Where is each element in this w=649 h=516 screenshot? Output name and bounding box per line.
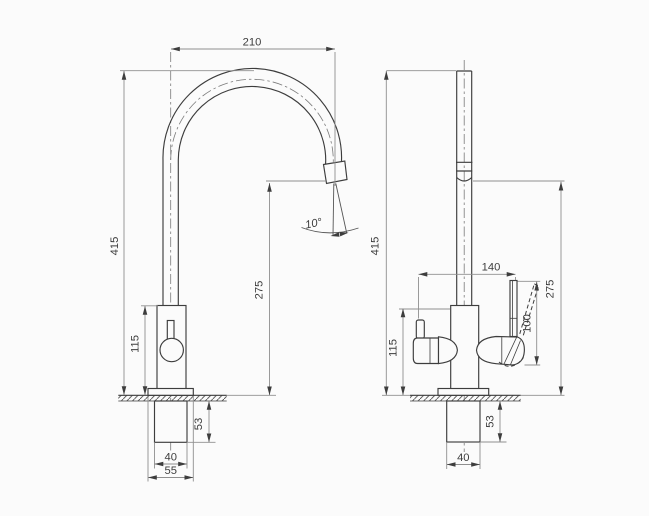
dim-front-lever-height: 100 xyxy=(517,280,541,366)
front-spout-tube xyxy=(456,70,473,306)
dim-front-body-height: 115 xyxy=(388,308,450,396)
dim-label-base-width: 55 xyxy=(164,465,176,477)
angle-vertical-ref-line xyxy=(332,183,335,237)
side-riser-column xyxy=(162,160,179,306)
dim-label-body-height: 115 xyxy=(130,335,142,353)
dim-side-spout-reach: 210 xyxy=(171,37,336,186)
front-right-handle xyxy=(475,335,525,366)
dim-label-shank-width: 40 xyxy=(164,452,176,464)
front-right-lever xyxy=(509,279,518,338)
dim-label-handle-span: 140 xyxy=(482,262,501,274)
front-shank xyxy=(446,400,481,443)
dim-side-body-height: 115 xyxy=(130,305,158,395)
dim-label-spout-angle: 10° xyxy=(304,216,324,231)
front-left-handle-cap xyxy=(437,336,458,365)
side-countertop-hatch xyxy=(118,395,227,401)
side-spout-inner-arc xyxy=(177,85,327,171)
dim-front-total-height: 415 xyxy=(370,70,457,396)
dim-side-base-width: 55 xyxy=(147,396,194,482)
front-countertop-hatch xyxy=(410,395,521,401)
side-lever xyxy=(166,319,175,341)
dim-front-shank-length: 53 xyxy=(480,401,507,443)
side-flange xyxy=(147,387,194,396)
dim-side-shank-length: 53 xyxy=(187,401,216,443)
dim-label-front-body-height: 115 xyxy=(388,339,400,357)
angle-spout-axis-line xyxy=(335,183,348,234)
dim-side-spout-height: 275 xyxy=(226,180,326,396)
dim-label-lever-height: 100 xyxy=(522,314,534,333)
side-valve-circle xyxy=(159,337,184,363)
angle-arc xyxy=(301,227,359,234)
front-right-handle-rotation-arc xyxy=(498,357,524,367)
dim-label-spout-height: 275 xyxy=(254,281,266,300)
dim-label-spout-reach: 210 xyxy=(243,37,262,49)
dim-label-shank-length: 53 xyxy=(193,418,205,430)
side-shank xyxy=(153,400,188,443)
front-aerator xyxy=(456,177,473,182)
side-spout-outer-arc xyxy=(162,67,343,168)
front-view: 415 275 140 100 115 xyxy=(370,60,565,469)
dim-label-front-shank-length: 53 xyxy=(485,415,497,427)
dim-label-total-height: 415 xyxy=(109,237,121,256)
front-spout-joint xyxy=(456,161,473,172)
dim-label-front-total-height: 415 xyxy=(370,237,382,256)
side-spout-centerline xyxy=(170,78,334,172)
side-view: 10° 210 415 115 xyxy=(109,37,359,482)
front-left-lever xyxy=(415,319,425,339)
dim-front-shank-width: 40 xyxy=(446,442,481,469)
dim-label-front-spout-height: 275 xyxy=(545,280,557,299)
front-flange xyxy=(437,387,490,396)
front-right-handle-detail xyxy=(503,337,521,365)
dim-side-total-height: 415 xyxy=(109,70,254,395)
dim-label-front-shank-width: 40 xyxy=(457,452,469,464)
front-left-handle xyxy=(412,337,440,365)
dim-front-handle-span: 140 xyxy=(418,262,516,319)
dim-side-shank-width: 40 xyxy=(154,442,188,469)
dim-front-spout-height: 275 xyxy=(473,180,565,396)
